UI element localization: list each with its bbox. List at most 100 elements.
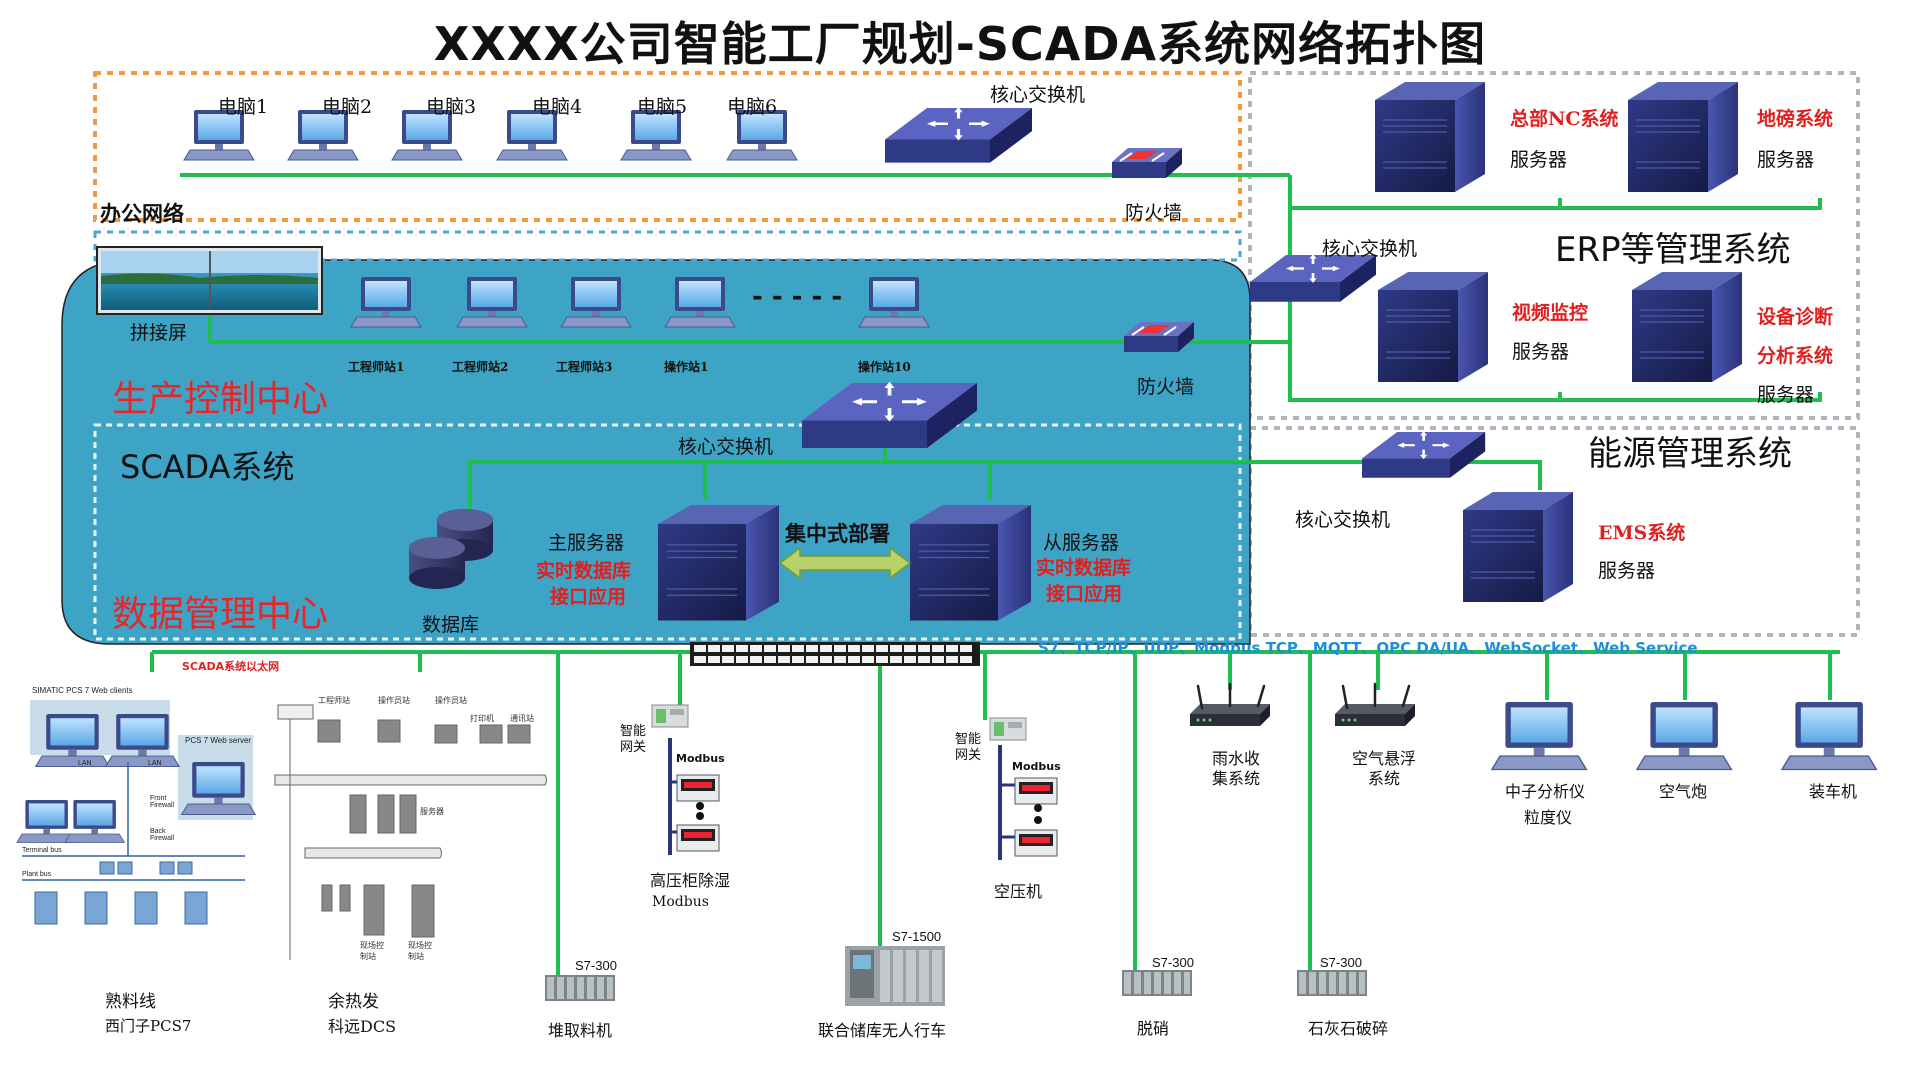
neutron-label: 粒度仪 (1524, 808, 1573, 827)
server-icon (1377, 271, 1489, 383)
erp-frame (1248, 71, 1860, 420)
loader-pc-icon (1781, 701, 1878, 771)
erp-server-sub: 服务器 (1510, 149, 1568, 171)
office-pc-label: 电脑2 (322, 96, 373, 118)
slave-server-title: 从服务器 (1043, 532, 1120, 554)
dcs-inset-op: 操作员站 (378, 696, 410, 705)
office-pc-label: 电脑6 (727, 96, 778, 118)
deploy-label: 集中式部署 (785, 521, 890, 546)
protocols-label: S7、TCP/IP、UDP、Modbus TCP、MQTT、OPC DA/UA、… (1038, 639, 1698, 657)
hv-gateway-label: 网关 (620, 740, 647, 755)
scada-title: SCADA系统 (120, 448, 295, 486)
compressor-label: 空压机 (994, 882, 1043, 901)
ems-server-icon (1462, 491, 1574, 603)
pcs7-inset-back-fw: Back Firewall (150, 828, 175, 842)
s7-300-plc-icon (1297, 970, 1367, 996)
pcs7-inset-server: PCS 7 Web server (185, 736, 252, 745)
station-pc-icon (858, 276, 930, 328)
compressor-gateway-label: 智能 (955, 732, 982, 747)
rain-label: 雨水收 (1212, 749, 1261, 768)
station-pc-icon (664, 276, 736, 328)
data-center-title: 数据管理中心 (112, 594, 329, 635)
router-icon (1333, 682, 1417, 728)
dcs-inset-field: 现场控制站 (408, 941, 432, 961)
ethernet-switch-strip-icon (690, 642, 980, 666)
office-pc-label: 电脑5 (637, 96, 688, 118)
station-label: 操作站1 (664, 360, 709, 374)
limestone-plc-label: S7-300 (1320, 955, 1362, 970)
erp-server-name: 视频监控 (1512, 302, 1589, 324)
ems-server-sub: 服务器 (1598, 560, 1656, 582)
pcs7-inset-diagram (16, 688, 260, 928)
rain-label: 集系统 (1212, 769, 1261, 788)
slave-server-icon (909, 504, 1032, 622)
main-server-line1: 实时数据库 (536, 560, 632, 582)
control-center-top-dash (93, 230, 1242, 262)
dcs-inset-op2: 操作员站 (435, 696, 467, 705)
router-icon (1188, 682, 1272, 728)
main-server-line2: 接口应用 (550, 586, 627, 608)
station-pc-icon (560, 276, 632, 328)
pcs7-label-line2: 西门子PCS7 (105, 1017, 192, 1035)
office-pc-label: 电脑1 (218, 96, 269, 118)
erp-core-switch-label: 核心交换机 (1322, 238, 1418, 260)
station-label: 工程师站3 (556, 360, 613, 374)
control-firewall-label: 防火墙 (1137, 376, 1195, 398)
office-firewall-label: 防火墙 (1125, 202, 1183, 224)
erp-core-switch-icon (1250, 254, 1376, 302)
station-label: 工程师站1 (348, 360, 405, 374)
pcs7-inset-plant-bus: Plant bus (22, 871, 52, 878)
meter-icon (1014, 829, 1058, 857)
limestone-label: 石灰石破碎 (1308, 1019, 1389, 1038)
office-network-frame (93, 71, 1242, 222)
dcs-inset-comm: 通讯站 (510, 714, 534, 723)
server-icon (1631, 271, 1743, 383)
energy-title: 能源管理系统 (1588, 434, 1792, 474)
compressor-gateway-label: 网关 (955, 748, 982, 763)
denox-plc-label: S7-300 (1152, 955, 1194, 970)
hv-proto-label: Modbus (652, 894, 709, 910)
main-server-icon (657, 504, 780, 622)
energy-core-switch-label: 核心交换机 (1295, 509, 1391, 531)
videowall-label: 拼接屏 (130, 322, 188, 344)
pcs7-inset-title: SIMATIC PCS 7 Web clients (32, 686, 133, 695)
neutron-label: 中子分析仪 (1505, 782, 1586, 801)
gateway-icon (989, 717, 1027, 741)
s7-300-plc-icon (1122, 970, 1192, 996)
air-label: 空气悬浮 (1352, 749, 1417, 768)
pcs7-inset-front-fw: Front Firewall (150, 795, 175, 809)
meter-icon (1014, 777, 1058, 805)
loader-label: 装车机 (1809, 782, 1858, 801)
ems-server-name: EMS系统 (1598, 522, 1686, 544)
dcs-inset-diagram (265, 688, 547, 960)
server-icon (1627, 81, 1739, 193)
office-core-switch-label: 核心交换机 (990, 84, 1086, 106)
scada-core-switch-label: 核心交换机 (678, 436, 774, 458)
aircannon-label: 空气炮 (1659, 782, 1708, 801)
erp-server-name: 地磅系统 (1757, 108, 1834, 130)
s7-1500-plc-icon (845, 946, 945, 1006)
erp-server-sub: 服务器 (1512, 341, 1570, 363)
station-label: 操作站10 (858, 360, 911, 374)
main-server-title: 主服务器 (548, 532, 625, 554)
dcs-label-line1: 余热发 (328, 992, 379, 1012)
pcs7-inset-lan: LAN (78, 760, 92, 767)
office-network-label: 办公网络 (100, 202, 184, 226)
gateway-icon (651, 704, 689, 728)
station-pc-icon (456, 276, 528, 328)
dcs-label-line2: 科远DCS (328, 1017, 397, 1036)
denox-label: 脱硝 (1137, 1019, 1170, 1038)
scada-frame (93, 423, 1242, 641)
crane-plc-label: S7-1500 (892, 929, 942, 944)
station-label: 工程师站2 (452, 360, 509, 374)
office-pc-label: 电脑4 (532, 96, 583, 118)
hv-gateway-label: 智能 (620, 724, 647, 739)
crane-label: 联合储库无人行车 (818, 1021, 947, 1040)
dcs-inset-server: 服务器 (420, 807, 444, 816)
office-core-switch-icon (885, 106, 1032, 163)
pcs7-label-line1: 熟料线 (105, 992, 156, 1012)
air-label: 系统 (1368, 769, 1401, 788)
dcs-inset-eng: 工程师站 (318, 696, 350, 705)
erp-server-name: 总部NC系统 (1510, 108, 1619, 130)
